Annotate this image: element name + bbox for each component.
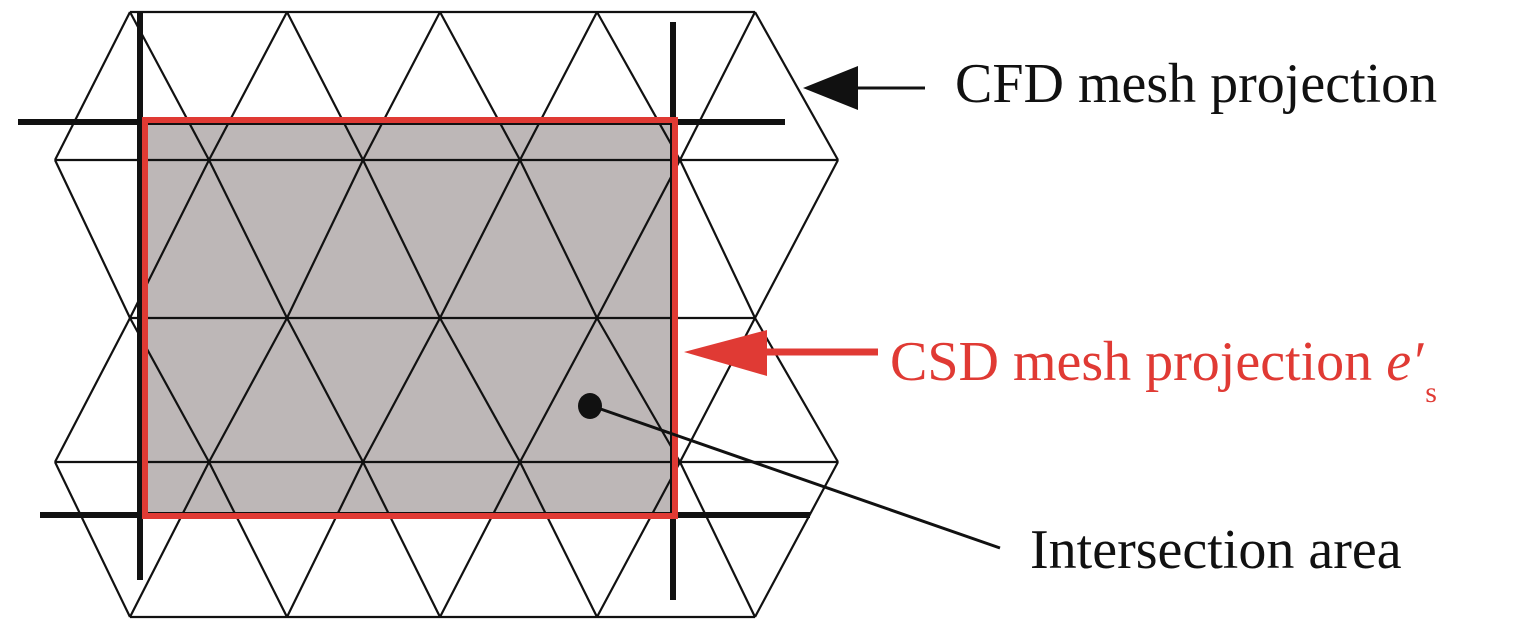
cfd-mesh [54, 10, 839, 619]
mesh-diagonal-edge [54, 461, 131, 618]
mesh-diagonal-edge [439, 11, 521, 161]
mesh-diagonal-edge [596, 461, 681, 618]
mesh-diagonal-edge [596, 159, 681, 319]
mesh-diagonal-edge [754, 159, 839, 319]
csd-mesh-rectangle [142, 117, 678, 519]
mesh-diagonal-edge [754, 317, 839, 463]
csd-mesh-label: CSD mesh projection e′s [890, 330, 1437, 408]
mesh-diagonal-edge [208, 317, 288, 463]
mesh-diagonal-edge [362, 461, 441, 618]
csd-symbol: e′ [1386, 331, 1424, 393]
cfd-mesh-label: CFD mesh projection [955, 53, 1438, 115]
intersection-pointer [578, 393, 1001, 550]
csd-arrow [684, 330, 878, 376]
mesh-diagonal-edge [679, 11, 756, 161]
mesh-diagonal-edge [54, 11, 131, 161]
mesh-diagonal-edge [286, 11, 364, 161]
mesh-diagonal-edge [596, 11, 681, 161]
mesh-diagonal-edge [519, 461, 598, 618]
mesh-diagonal-edge [439, 461, 521, 618]
mesh-diagonal-edge [519, 317, 598, 463]
csd-subscript: s [1425, 376, 1437, 409]
mesh-diagonal-edge [439, 159, 521, 319]
mesh-diagonal-edge [362, 11, 441, 161]
mesh-diagonal-edge [362, 159, 441, 319]
intersection-area-label: Intersection area [1030, 519, 1402, 581]
csd-arrowhead [684, 330, 767, 376]
mesh-diagonal-edge [208, 159, 288, 319]
cfd-arrow [803, 66, 925, 110]
mesh-diagonal-edge [208, 11, 288, 161]
mesh-diagonal-edge [519, 159, 598, 319]
intersection-leader-line [591, 404, 1001, 550]
mesh-diagonal-edge [286, 159, 364, 319]
mesh-diagonal-edge [286, 317, 364, 463]
mesh-diagonal-edge [362, 317, 441, 463]
mesh-diagonal-edge [754, 461, 839, 618]
mesh-diagonal-edge [439, 317, 521, 463]
mesh-diagonal-edge [596, 317, 681, 463]
intersection-dot [578, 393, 602, 419]
csd-mesh-label-text: CSD mesh projection [890, 331, 1387, 393]
mesh-diagonal-edge [286, 461, 364, 618]
mesh-diagonal-edge [519, 11, 598, 161]
mesh-diagonal-edge [208, 461, 288, 618]
mesh-diagonal-edge [54, 159, 131, 319]
mesh-diagonal-edge [54, 317, 131, 463]
mesh-diagonal-edge [679, 461, 756, 618]
cfd-arrowhead [803, 66, 858, 110]
mesh-diagonal-edge [679, 159, 756, 319]
mesh-diagonal-edge [754, 11, 839, 161]
mesh-diagonal-edge [129, 461, 210, 618]
mesh-diagonal-edge [129, 11, 210, 161]
